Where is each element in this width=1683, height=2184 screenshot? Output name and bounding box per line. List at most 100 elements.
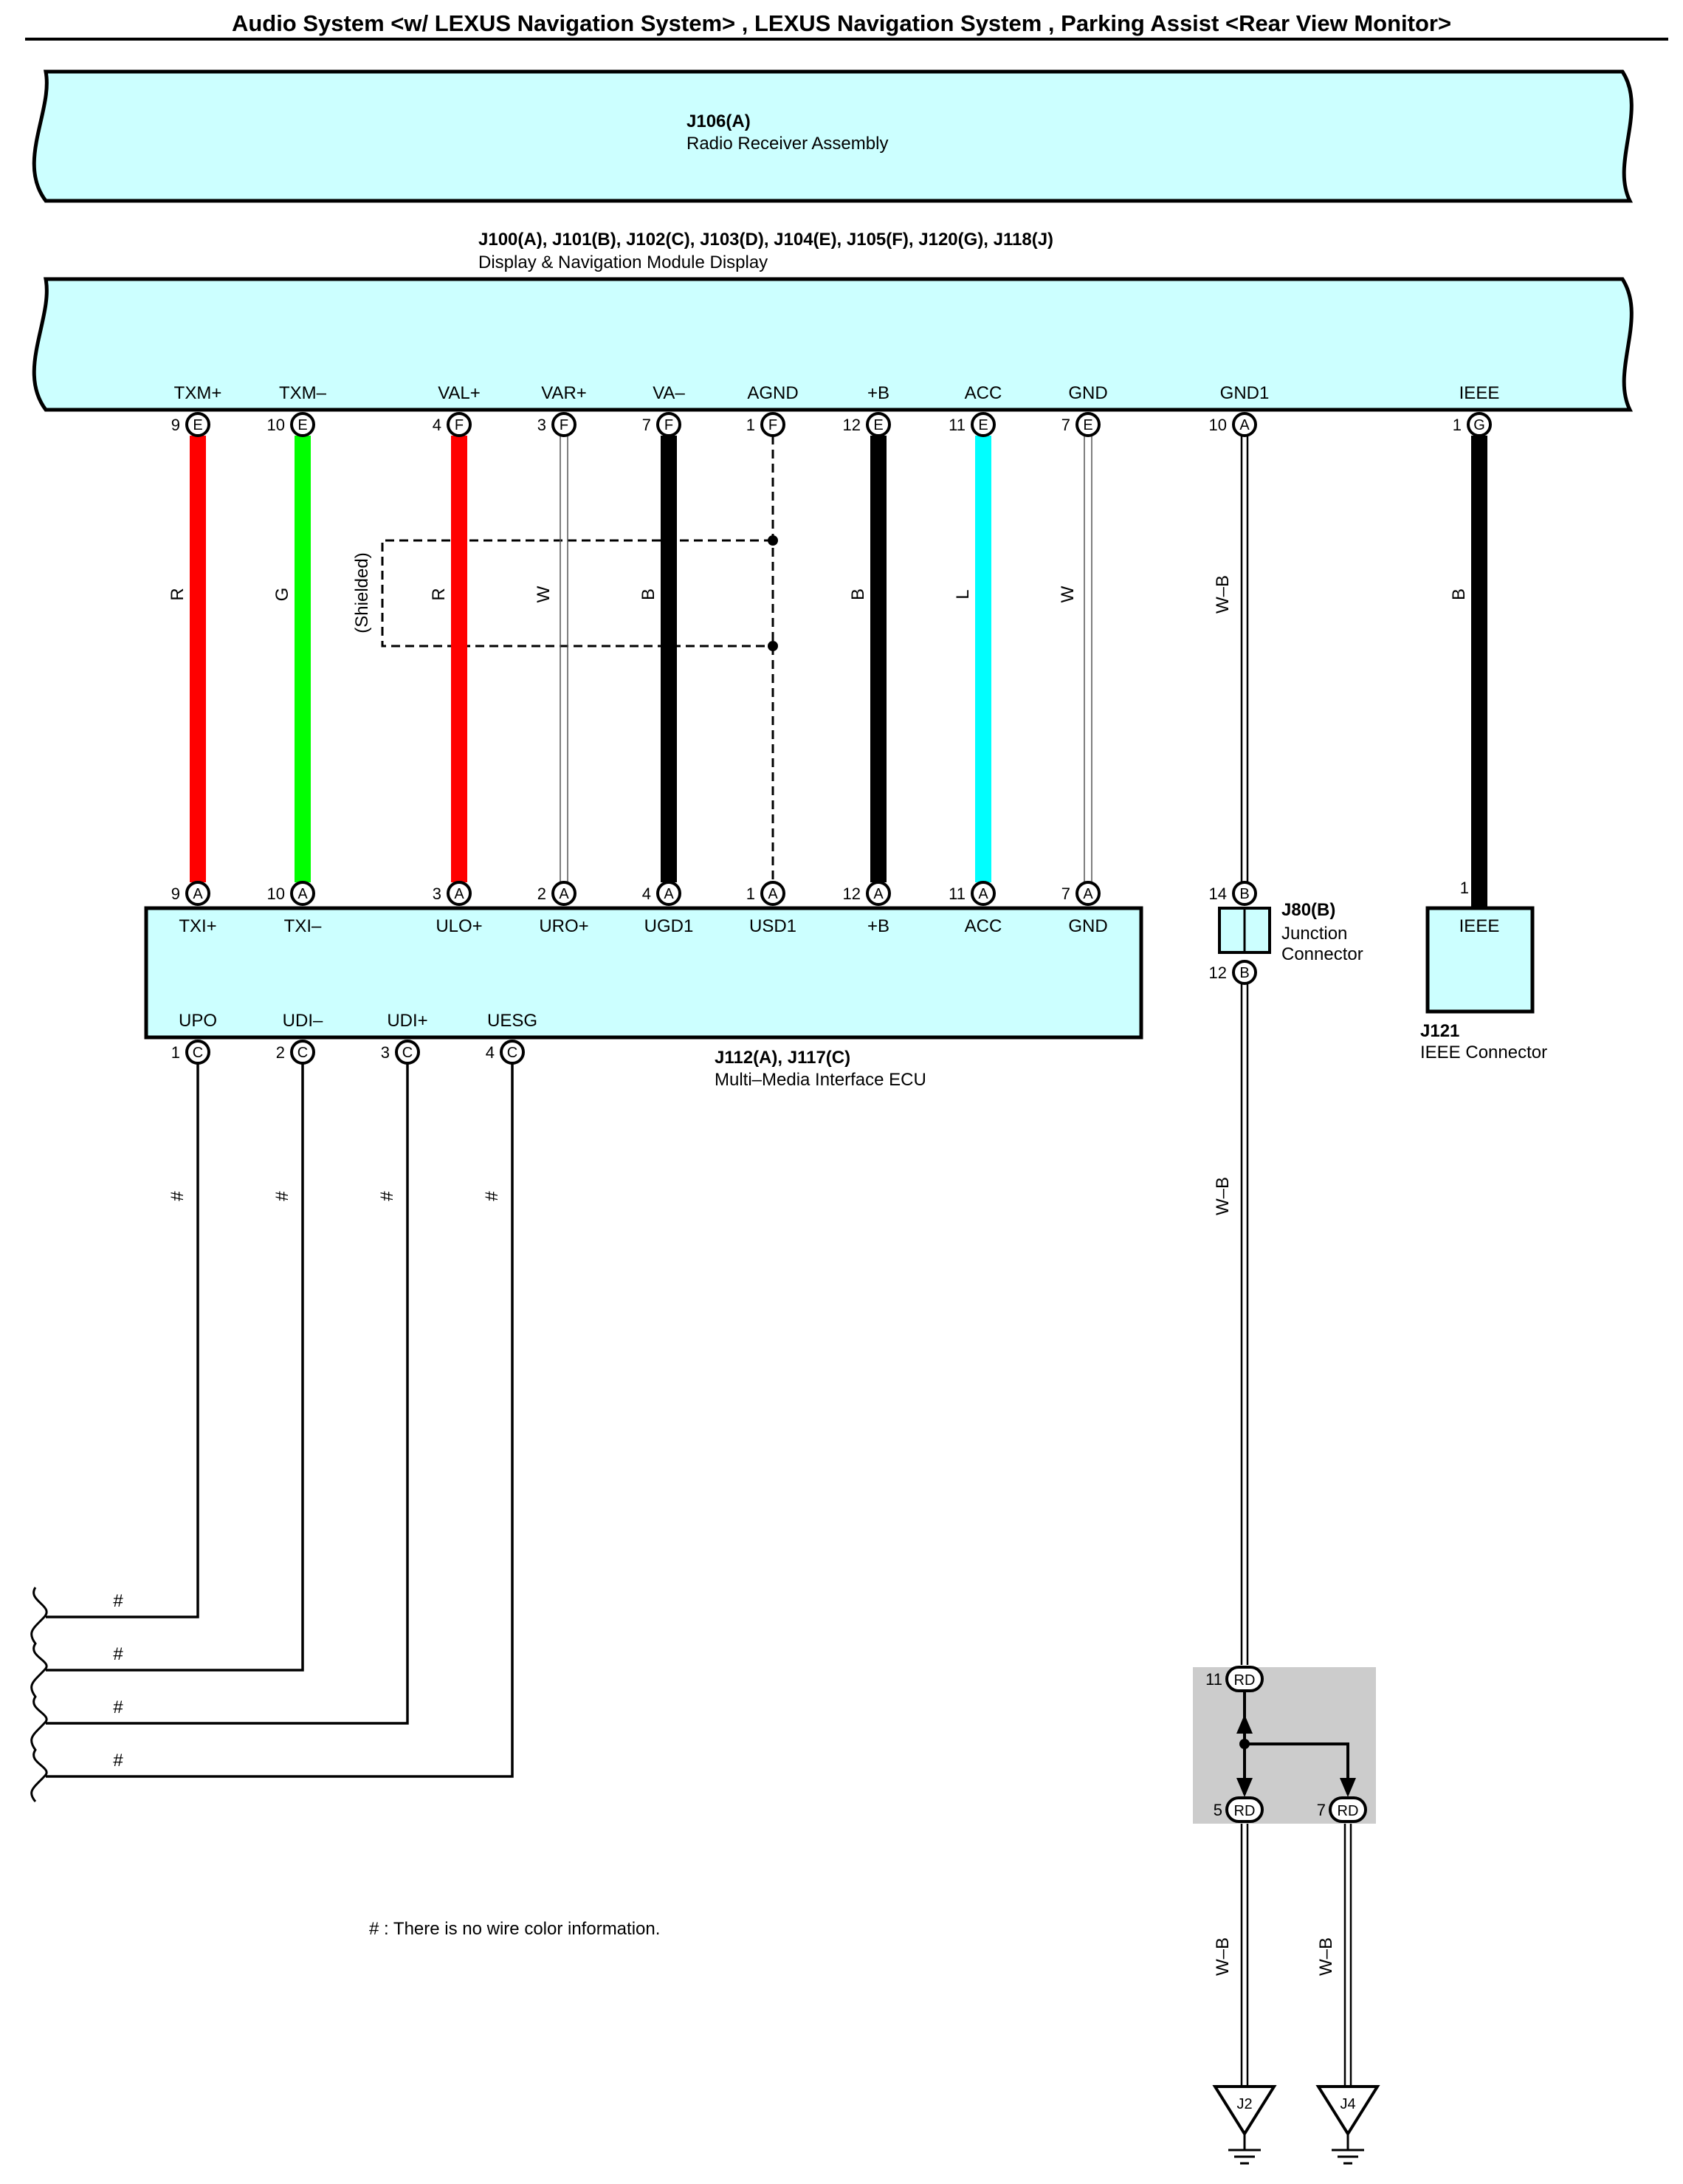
wire-3-top-pin-circle [447,412,472,437]
ground-j4-color-code: W–B [1316,1937,1336,1976]
wire-6-top-pin-number: 1 [746,416,755,434]
footnote: # : There is no wire color information. [369,1919,660,1939]
ieee-connector-code: J121 [1420,1021,1459,1041]
wire-4-bottom-pin-conn-letter: A [559,886,569,902]
wire-9-top-pin-circle [1075,412,1101,437]
wire-6-top-pin-conn-letter: F [768,417,777,433]
splice-out1-pin-number: 5 [1214,1801,1222,1819]
ecu-c-wire-4-pin-circle [500,1040,525,1065]
ecu-c-wire-3-color-code: # [377,1191,397,1201]
junction-connector-name-2: Connector [1281,944,1363,964]
wire-1-top-pin-conn-letter: E [193,417,202,433]
splice-arrow-up [1236,1714,1253,1734]
ieee-top-terminal-label: IEEE [1459,383,1500,403]
wire-7-bottom-pin-conn-letter: A [873,886,884,902]
wire-5-bottom-pin-circle [656,881,681,906]
gnd1-top-pin-circle [1232,412,1257,437]
wire-2-top-pin-circle [290,412,315,437]
gnd1-top-pin-number: 10 [1209,416,1227,434]
ieee-color-code: B [1449,588,1469,600]
ecu-c-wire-2-pin-circle [290,1040,315,1065]
junction-out-pin-conn-letter: B [1239,965,1249,981]
junction-in-pin-number: 14 [1209,885,1227,903]
wire-7-top-pin-conn-letter: E [873,417,883,433]
junction-in-pin-circle [1232,881,1257,906]
wire-8-top-terminal-label: ACC [965,383,1002,403]
wire-4-ecu-terminal-label: URO+ [539,916,588,936]
wire-2-color-code: G [272,588,292,602]
wire-7-ecu-terminal-label: +B [867,916,889,936]
ecu-c-wire-2-color-code: # [272,1191,292,1201]
wire-4-top-terminal-label: VAR+ [541,383,587,403]
wire-5-top-pin-conn-letter: F [664,417,673,433]
ecu-c-wire-1-pin-circle [185,1040,210,1065]
splice-in-pin-conn-letter: RD [1234,1672,1256,1689]
ecu-c-wire-4-terminal-label: UESG [487,1011,537,1031]
ground-j2-color-code: W–B [1213,1937,1233,1976]
splice-arrow-down-1 [1236,1778,1253,1797]
wire-1-color-code: R [168,588,187,600]
wire-9-bottom-pin-circle [1075,881,1101,906]
ieee-connector-pin-label: IEEE [1459,916,1500,936]
wire-2-top-pin-number: 10 [267,416,285,434]
wire-8-bottom-pin-conn-letter: A [978,886,988,902]
gnd1-top-terminal-label: GND1 [1220,383,1270,403]
ecu-c-wire-3-pin-number: 3 [381,1043,390,1062]
junction-in-pin-conn-letter: B [1239,886,1249,902]
splice-out2-pin-number: 7 [1317,1801,1326,1819]
radio-receiver-body [32,69,1634,203]
ecu-c-wire-1-end-color-code: # [113,1591,123,1611]
radio-receiver-code: J106(A) [686,111,751,131]
ecu-c-wire-2-end-color-code: # [113,1644,123,1664]
wire-5-color-code: B [639,588,658,600]
wire-8-top-pin-circle [971,412,996,437]
ieee-connector-name: IEEE Connector [1420,1043,1547,1062]
ecu-c-wire-2-line [46,1063,304,1672]
ground-j2-triangle [1212,2085,1277,2137]
display-module-name: Display & Navigation Module Display [478,253,768,272]
wire-4-top-pin-conn-letter: F [560,417,568,433]
wire-8-color-code: L [953,589,973,599]
wire-9-ecu-terminal-label: GND [1068,916,1107,936]
ieee-top-pin-circle [1467,412,1492,437]
ecu-c-wire-4-pin-number: 4 [486,1043,495,1062]
wire-5-top-terminal-label: VA– [653,383,685,403]
wire-7-color-code: B [848,588,868,600]
splice-in-pin-oval [1225,1666,1264,1692]
ground-j4-label: J4 [1340,2096,1355,2112]
ieee-connector-body [1425,906,1535,1014]
shield-label: (Shielded) [352,552,372,633]
wire-7-bottom-pin-number: 12 [843,885,861,903]
wire-3-top-pin-number: 4 [433,416,441,434]
ecu-c-wire-4-pin-conn-letter: C [507,1045,517,1061]
wire-2-top-terminal-label: TXM– [279,383,327,403]
wire-4-color-code: W [534,586,554,602]
wire-1-top-terminal-label: TXM+ [174,383,222,403]
ground-j4-triangle [1315,2085,1380,2137]
ecu-c-wire-3-pin-circle [395,1040,420,1065]
ecu-c-wire-1-line [46,1063,199,1618]
wire-9-bottom-pin-conn-letter: A [1083,886,1093,902]
ecu-c-wire-3-terminal-label: UDI+ [387,1011,427,1031]
display-module-body [32,277,1634,412]
wire-1-bottom-pin-number: 9 [171,885,180,903]
wire-8-bottom-pin-number: 11 [949,885,966,903]
ieee-top-pin-conn-letter: G [1473,417,1485,433]
splice-out1-pin-conn-letter: RD [1234,1803,1256,1819]
wire-5-top-pin-circle [656,412,681,437]
wire-4-bottom-pin-number: 2 [537,885,546,903]
ecu-c-wire-2-pin-conn-letter: C [297,1045,308,1061]
wire-3-top-terminal-label: VAL+ [438,383,481,403]
wire-2-top-pin-conn-letter: E [297,417,307,433]
wire-7-top-pin-number: 12 [843,416,861,434]
wire-7-bottom-pin-circle [866,881,891,906]
splice-arrow-down-2 [1340,1778,1356,1797]
gnd1-lower-color-code: W–B [1213,1177,1233,1215]
ecu-c-wire-3-line [46,1063,409,1725]
ecu-c-wire-3-end-color-code: # [113,1697,123,1717]
gnd1-top-pin-conn-letter: A [1239,417,1250,433]
gnd1-color-code: W–B [1213,575,1233,614]
ecu-c-wire-1-terminal-label: UPO [179,1011,217,1031]
wire-8-top-pin-conn-letter: E [978,417,988,433]
